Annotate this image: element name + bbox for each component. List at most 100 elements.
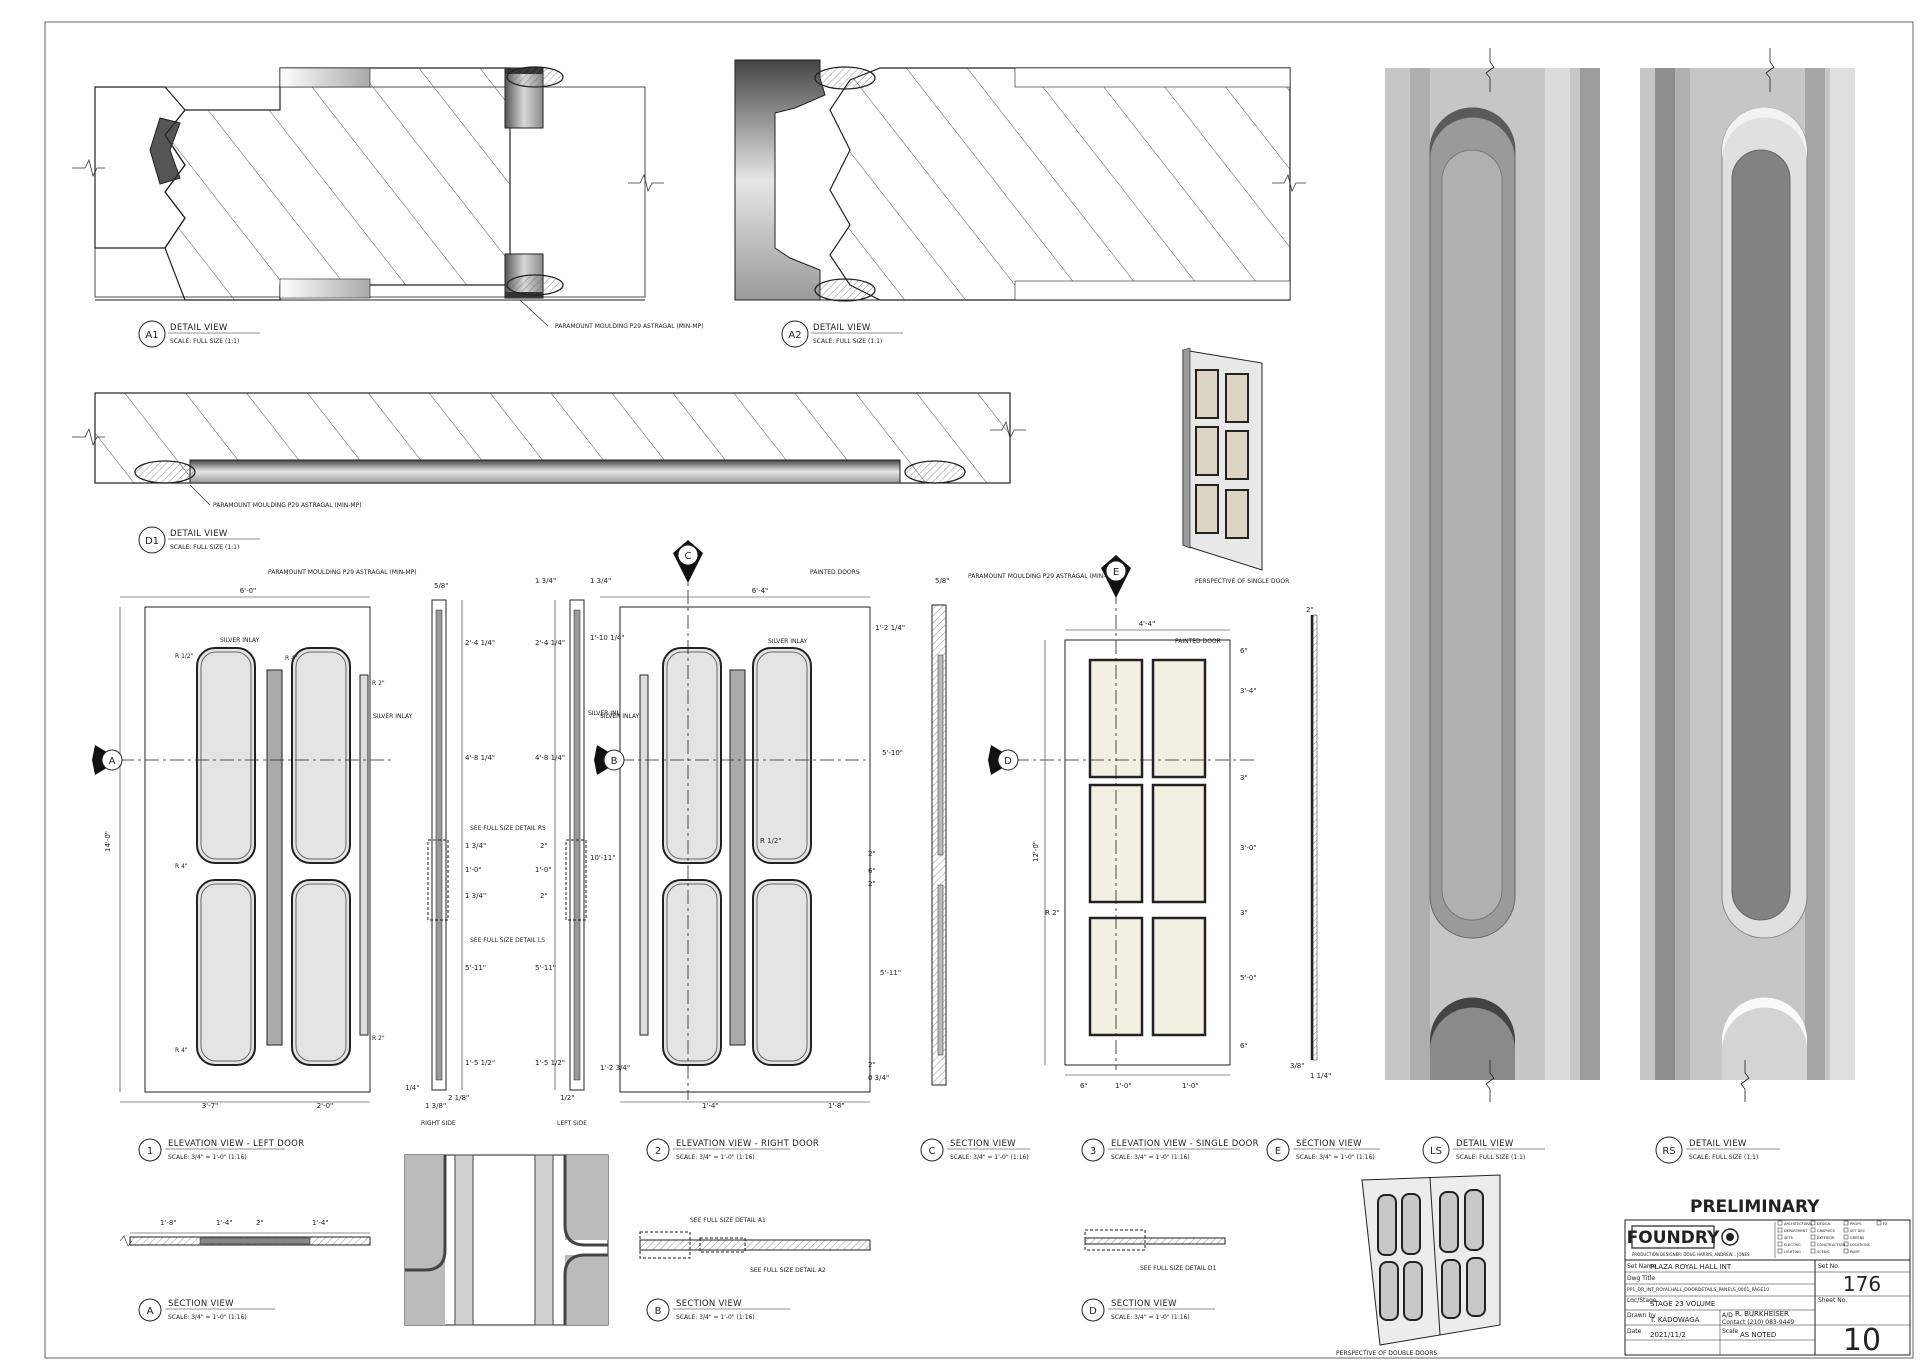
- checkbox: [1843, 1220, 1849, 1226]
- svg-text:4'-8 1/4": 4'-8 1/4": [465, 754, 495, 762]
- checkbox-label: LOCATIONS: [1850, 1243, 1871, 1247]
- svg-text:6": 6": [868, 867, 876, 875]
- svg-text:R 4": R 4": [285, 655, 298, 662]
- svg-text:R 2": R 2": [372, 680, 385, 687]
- section-marker-d: D: [988, 745, 1255, 775]
- svg-text:PARAMOUNT MOULDING P29 ASTRAGA: PARAMOUNT MOULDING P29 ASTRAGAL (MIN-MP): [968, 573, 1117, 580]
- svg-text:A2: A2: [788, 330, 801, 341]
- label-view-2: 2 ELEVATION VIEW - RIGHT DOOR SCALE: 3/4…: [646, 1138, 819, 1162]
- section-marker-a: A: [92, 745, 395, 775]
- perspective-single-door: [1182, 347, 1263, 571]
- checkbox-label: EXTERIOR: [1817, 1236, 1835, 1240]
- checkbox-label: PAINT: [1850, 1250, 1861, 1254]
- svg-text:3": 3": [1240, 909, 1248, 917]
- status-preliminary: PRELIMINARY: [1690, 1197, 1820, 1217]
- svg-text:1 3/4": 1 3/4": [590, 577, 611, 585]
- section-a-drawing: [119, 1232, 371, 1247]
- svg-text:1 1/4": 1 1/4": [1310, 1072, 1331, 1080]
- section-marker-b: B: [594, 745, 870, 775]
- svg-text:Set No.: Set No.: [1818, 1263, 1840, 1270]
- svg-text:1 3/8": 1 3/8": [425, 1102, 446, 1110]
- svg-text:PAINTED DOORS: PAINTED DOORS: [810, 569, 860, 576]
- svg-text:DETAIL VIEW: DETAIL VIEW: [813, 323, 871, 333]
- svg-text:2": 2": [1306, 606, 1314, 614]
- svg-text:SCALE: 3/4" = 1'-0" (1:16): SCALE: 3/4" = 1'-0" (1:16): [1296, 1154, 1375, 1161]
- svg-text:1'-0": 1'-0": [1182, 1082, 1199, 1090]
- checkbox: [1810, 1227, 1816, 1233]
- svg-text:SECTION VIEW: SECTION VIEW: [168, 1299, 234, 1309]
- svg-text:6": 6": [1080, 1082, 1088, 1090]
- svg-text:SEE FULL SIZE DETAIL RS: SEE FULL SIZE DETAIL RS: [470, 825, 546, 832]
- svg-text:C: C: [929, 1146, 936, 1157]
- svg-text:SCALE: FULL SIZE (1:1): SCALE: FULL SIZE (1:1): [813, 338, 882, 345]
- checkbox: [1843, 1234, 1849, 1240]
- svg-text:SILVER INLAY: SILVER INLAY: [220, 637, 260, 644]
- svg-text:SECTION VIEW: SECTION VIEW: [950, 1139, 1016, 1149]
- checkbox: [1843, 1241, 1849, 1247]
- label-a2: A2 DETAIL VIEW SCALE: FULL SIZE (1:1): [781, 320, 903, 348]
- checkbox: [1777, 1241, 1783, 1247]
- svg-text:2": 2": [540, 842, 548, 850]
- svg-text:SECTION VIEW: SECTION VIEW: [676, 1299, 742, 1309]
- detail-a1-drawing: [72, 66, 664, 301]
- svg-text:R 1/2": R 1/2": [175, 653, 194, 660]
- svg-text:1 3/4": 1 3/4": [465, 842, 486, 850]
- svg-text:1/2": 1/2": [560, 1094, 575, 1102]
- svg-text:4'-4": 4'-4": [1139, 620, 1156, 628]
- svg-text:Contact (210) 083-9449: Contact (210) 083-9449: [1722, 1319, 1794, 1326]
- svg-text:SCALE: 3/4" = 1'-0" (1:16): SCALE: 3/4" = 1'-0" (1:16): [1111, 1314, 1190, 1321]
- svg-text:DETAIL VIEW: DETAIL VIEW: [1689, 1139, 1747, 1149]
- svg-text:2": 2": [868, 850, 876, 858]
- svg-text:Sheet No.: Sheet No.: [1818, 1297, 1847, 1304]
- svg-text:PARAMOUNT MOULDING P29 ASTRAGA: PARAMOUNT MOULDING P29 ASTRAGAL (MIN-MP): [268, 569, 417, 576]
- svg-text:SCALE: FULL SIZE (1:1): SCALE: FULL SIZE (1:1): [170, 544, 239, 551]
- svg-text:1'-2 1/4": 1'-2 1/4": [875, 624, 905, 632]
- checkbox: [1810, 1241, 1816, 1247]
- closeup-render: [404, 1154, 609, 1326]
- checkbox: [1843, 1248, 1849, 1254]
- svg-text:Set Name: Set Name: [1627, 1263, 1657, 1270]
- svg-text:R 2": R 2": [1045, 909, 1060, 917]
- section-e-strip: [1310, 614, 1318, 1061]
- svg-text:T. KADOWAGA: T. KADOWAGA: [1649, 1316, 1700, 1324]
- checkbox-label: CONSTRUCTION: [1817, 1243, 1846, 1247]
- elevation-single-door: [1064, 639, 1231, 1066]
- svg-text:2": 2": [868, 880, 876, 888]
- svg-text:1'-5 1/2": 1'-5 1/2": [535, 1059, 565, 1067]
- label-d1: D1 DETAIL VIEW SCALE: FULL SIZE (1:1): [138, 526, 260, 554]
- svg-text:2021/11/2: 2021/11/2: [1650, 1331, 1686, 1339]
- checkbox: [1876, 1220, 1882, 1226]
- svg-text:2'-4 1/4": 2'-4 1/4": [535, 639, 565, 647]
- svg-text:5/8": 5/8": [935, 577, 950, 585]
- svg-text:2": 2": [256, 1219, 264, 1227]
- checkbox: [1810, 1234, 1816, 1240]
- svg-text:B: B: [655, 1306, 662, 1317]
- svg-text:RS: RS: [1662, 1146, 1675, 1157]
- checkbox-label: ARCHITECTURAL: [1784, 1222, 1813, 1226]
- svg-text:SEE FULL SIZE DETAIL LS: SEE FULL SIZE DETAIL LS: [470, 937, 545, 944]
- svg-text:ELEVATION VIEW - LEFT DOOR: ELEVATION VIEW - LEFT DOOR: [168, 1139, 304, 1149]
- detail-d1-drawing: [72, 392, 1026, 484]
- svg-text:SCALE: 3/4" = 1'-0" (1:16): SCALE: 3/4" = 1'-0" (1:16): [950, 1154, 1029, 1161]
- svg-text:R 1/2": R 1/2": [760, 837, 782, 845]
- title-block: [1624, 1219, 1911, 1356]
- svg-text:1'-0": 1'-0": [535, 866, 552, 874]
- svg-text:SECTION VIEW: SECTION VIEW: [1296, 1139, 1362, 1149]
- svg-text:PERSPECTIVE OF SINGLE DOOR: PERSPECTIVE OF SINGLE DOOR: [1195, 578, 1289, 585]
- svg-text:ELEVATION VIEW - SINGLE DOOR: ELEVATION VIEW - SINGLE DOOR: [1111, 1139, 1259, 1149]
- svg-text:SCALE: 3/4" = 1'-0" (1:16): SCALE: 3/4" = 1'-0" (1:16): [1111, 1154, 1190, 1161]
- svg-text:1'-10 1/4": 1'-10 1/4": [590, 634, 625, 642]
- label-view-b: B SECTION VIEW SCALE: 3/4" = 1'-0" (1:16…: [646, 1298, 790, 1322]
- svg-text:PLAZA ROYAL HALL INT: PLAZA ROYAL HALL INT: [1650, 1263, 1732, 1271]
- svg-text:Dwg Title: Dwg Title: [1627, 1275, 1655, 1282]
- svg-text:ELEVATION VIEW - RIGHT DOOR: ELEVATION VIEW - RIGHT DOOR: [676, 1139, 819, 1149]
- sheet-number: 10: [1843, 1323, 1881, 1358]
- checkbox-label: SET DEC: [1850, 1229, 1866, 1233]
- svg-text:2 1/8": 2 1/8": [448, 1094, 469, 1102]
- svg-text:2'-4 1/4": 2'-4 1/4": [465, 639, 495, 647]
- label-view-e: E SECTION VIEW SCALE: 3/4" = 1'-0" (1:16…: [1266, 1138, 1380, 1162]
- svg-text:A1: A1: [145, 330, 158, 341]
- svg-text:1'-4": 1'-4": [216, 1219, 233, 1227]
- checkbox-label: SETS: [1784, 1236, 1794, 1240]
